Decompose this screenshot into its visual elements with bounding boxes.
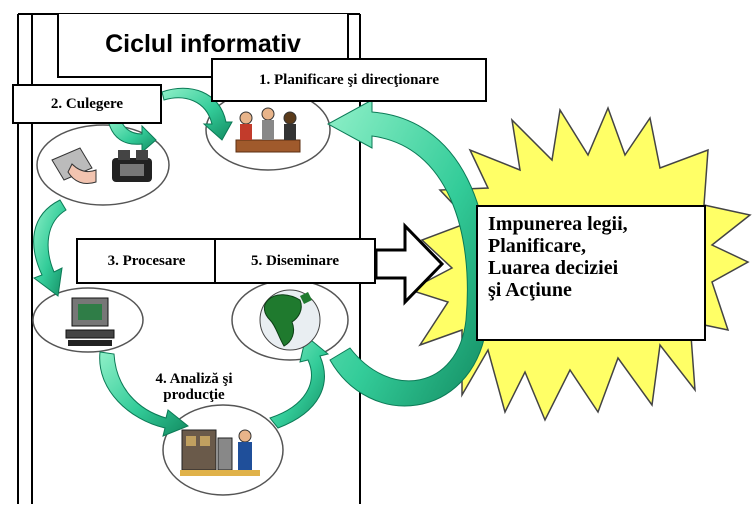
arrow-2-in: [107, 117, 157, 154]
step-2-label: 2. Culegere: [12, 84, 162, 124]
outcome-box: Impunerea legii, Planificare, Luarea dec…: [476, 205, 706, 341]
outcome-line-3: Luarea deciziei: [488, 257, 619, 279]
outcome-line-2: Planificare,: [488, 235, 586, 257]
factory-worker-icon: [180, 429, 260, 476]
meeting-people-icon: [235, 107, 301, 153]
step-3-label: 3. Procesare: [76, 238, 217, 284]
ellipse-step2: [36, 124, 170, 206]
outline-arrow-to-result: [374, 222, 445, 306]
outcome-line-4: şi Acţiune: [488, 279, 572, 301]
step-4-label: 4. Analiză şi producţie: [134, 358, 254, 416]
step-5-label: 5. Diseminare: [214, 238, 376, 284]
globe-icon: [259, 289, 321, 351]
outcome-line-1: Impunerea legii,: [488, 213, 628, 235]
step-4-label-line2: producţie: [163, 387, 225, 403]
computer-icon: [65, 297, 115, 346]
arrow-2-to-3: [32, 199, 67, 297]
step-4-label-line1: 4. Analiză şi: [155, 370, 233, 387]
arrow-sweep-to-1: [326, 99, 490, 407]
telephone-and-documents-icon: [51, 147, 152, 185]
step-1-label: 1. Planificare şi direcţionare: [211, 58, 487, 102]
arrow-3-to-4: [99, 351, 189, 437]
